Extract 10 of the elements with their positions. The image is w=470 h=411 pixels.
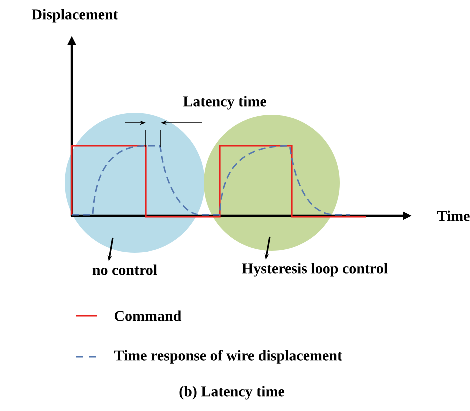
- axis-label: Time: [437, 210, 470, 222]
- legend-label: Time response of wire displacement: [114, 350, 342, 364]
- legend-label: Command: [114, 310, 182, 322]
- circle: [65, 113, 205, 253]
- displacement-label: Displacement: [32, 9, 118, 23]
- circle: [204, 115, 340, 251]
- caption: (b) Latency time: [180, 386, 285, 400]
- node-label: no control: [92, 264, 158, 276]
- node-label: Hysteresis loop control: [242, 263, 388, 277]
- latency-label: Latency time: [183, 96, 266, 110]
